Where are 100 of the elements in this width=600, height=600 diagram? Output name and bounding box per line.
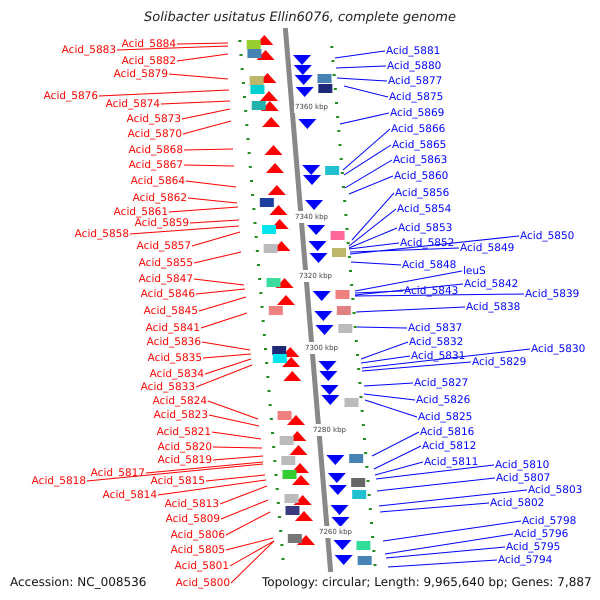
gene-label: Acid_5880: [387, 60, 442, 72]
gene-label: Acid_5827: [414, 377, 468, 389]
gene-label: Acid_5853: [398, 222, 452, 234]
leader-line: [184, 148, 234, 150]
leader-line: [182, 108, 230, 120]
gene-label: Acid_5826: [416, 394, 470, 406]
leader-line: [380, 502, 490, 512]
leader-line: [182, 120, 232, 134]
leader-line: [362, 348, 530, 368]
gene-label: Acid_5847: [138, 273, 193, 285]
gene-label: Acid_5798: [522, 515, 576, 527]
gene-label: Acid_5839: [525, 288, 580, 300]
gene-label: Acid_5803: [528, 484, 582, 496]
leader-line: [348, 228, 398, 248]
leader-line: [372, 432, 420, 456]
leader-line: [202, 354, 252, 358]
gene-label: Acid_5836: [146, 336, 201, 348]
gene-label: Acid_5884: [122, 38, 176, 50]
leader-line: [160, 100, 230, 104]
gene-label: Acid_5813: [164, 498, 219, 510]
gene-label: Acid_5815: [150, 475, 205, 487]
leader-line: [212, 446, 262, 448]
leader-line: [146, 462, 264, 474]
gene-label: Acid_5809: [166, 513, 220, 525]
leader-line: [230, 540, 274, 584]
leader-line: [176, 42, 228, 44]
leader-line: [86, 464, 264, 482]
gene-label: Acid_5841: [146, 322, 200, 334]
leader-line: [208, 414, 260, 426]
gene-label: Acid_5864: [130, 175, 185, 187]
gene-label: Acid_5846: [140, 288, 195, 300]
leader-line: [376, 478, 496, 492]
leader-line: [202, 342, 250, 350]
leader-line: [374, 446, 422, 470]
leader-line: [220, 486, 268, 504]
leader-line: [336, 78, 388, 82]
gene-label: Acid_5856: [395, 187, 450, 199]
leader-line: [350, 236, 520, 254]
gene-label: Acid_5875: [389, 91, 444, 103]
leader-line: [206, 474, 266, 482]
title: Solibacter usitatus Ellin6076, complete genome: [143, 12, 457, 24]
leader-line: [168, 74, 228, 80]
leader-line: [340, 112, 390, 124]
gene-label: Acid_5873: [126, 113, 181, 125]
gene-label: Acid_5837: [408, 322, 462, 334]
gene-label: Acid_5874: [106, 98, 160, 110]
gene-label: Acid_5831: [411, 350, 466, 362]
gene-label: Acid_5795: [506, 541, 560, 553]
gene-label: Acid_5859: [134, 217, 189, 229]
leader-line: [378, 490, 528, 506]
gene-label: Acid_5850: [520, 230, 574, 242]
gene-label: Acid_5825: [418, 411, 472, 423]
leader-line: [176, 54, 228, 62]
leader-line: [360, 342, 408, 360]
gene-label: Acid_5858: [74, 228, 129, 240]
leader-line: [348, 242, 400, 250]
gene-label: Acid_5867: [128, 159, 183, 171]
gene-label: Acid_5845: [144, 305, 198, 317]
gene-label: Acid_5860: [394, 170, 448, 182]
gene-label: Acid_5852: [400, 237, 454, 249]
leader-line: [194, 252, 242, 264]
leader-line: [208, 400, 258, 420]
gene-label: Acid_5816: [420, 426, 474, 438]
leader-line: [354, 294, 524, 296]
gene-label: Acid_5862: [132, 192, 187, 204]
leader-line: [362, 362, 472, 372]
leader-line: [374, 462, 424, 476]
leader-line: [344, 160, 392, 188]
gene-label: Acid_5876: [44, 90, 98, 102]
leader-line: [204, 358, 252, 374]
leader-line: [196, 288, 246, 294]
gene-label: Acid_5818: [32, 475, 86, 487]
leader-line: [98, 90, 230, 96]
leader-line: [356, 326, 408, 328]
leader-line: [116, 46, 228, 50]
leader-line: [364, 394, 416, 400]
gene-label: Acid_5821: [156, 426, 211, 438]
footer-note: Topology: circular; Length: 9,965,640 bp; Genes: 7,887: [262, 576, 592, 588]
gene-label: Acid_5857: [136, 240, 191, 252]
gene-label: Acid_5833: [140, 381, 195, 393]
leader-line: [348, 176, 394, 194]
leader-line: [198, 296, 246, 312]
leader-line: [354, 270, 462, 292]
leader-line: [336, 66, 386, 68]
leader-line: [188, 198, 238, 204]
gene-label: Acid_5835: [148, 352, 202, 364]
leader-line: [350, 248, 460, 252]
gene-label: Acid_5834: [150, 368, 204, 380]
leader-line: [186, 180, 236, 188]
gene-label: Acid_5807: [496, 472, 550, 484]
gene-label: Acid_5817: [90, 467, 145, 479]
gene-label: Acid_5842: [464, 278, 518, 290]
gene-label: Acid_5829: [472, 356, 526, 368]
gene-label: Acid_5806: [170, 529, 225, 541]
leader-line: [354, 290, 404, 294]
gene-label: Acid_5869: [390, 107, 444, 119]
gene-label: Acid_5865: [392, 139, 446, 151]
gene-label: Acid_5879: [114, 68, 168, 80]
gene-label: Acid_5883: [62, 44, 116, 56]
gene-label: Acid_5832: [409, 336, 464, 348]
